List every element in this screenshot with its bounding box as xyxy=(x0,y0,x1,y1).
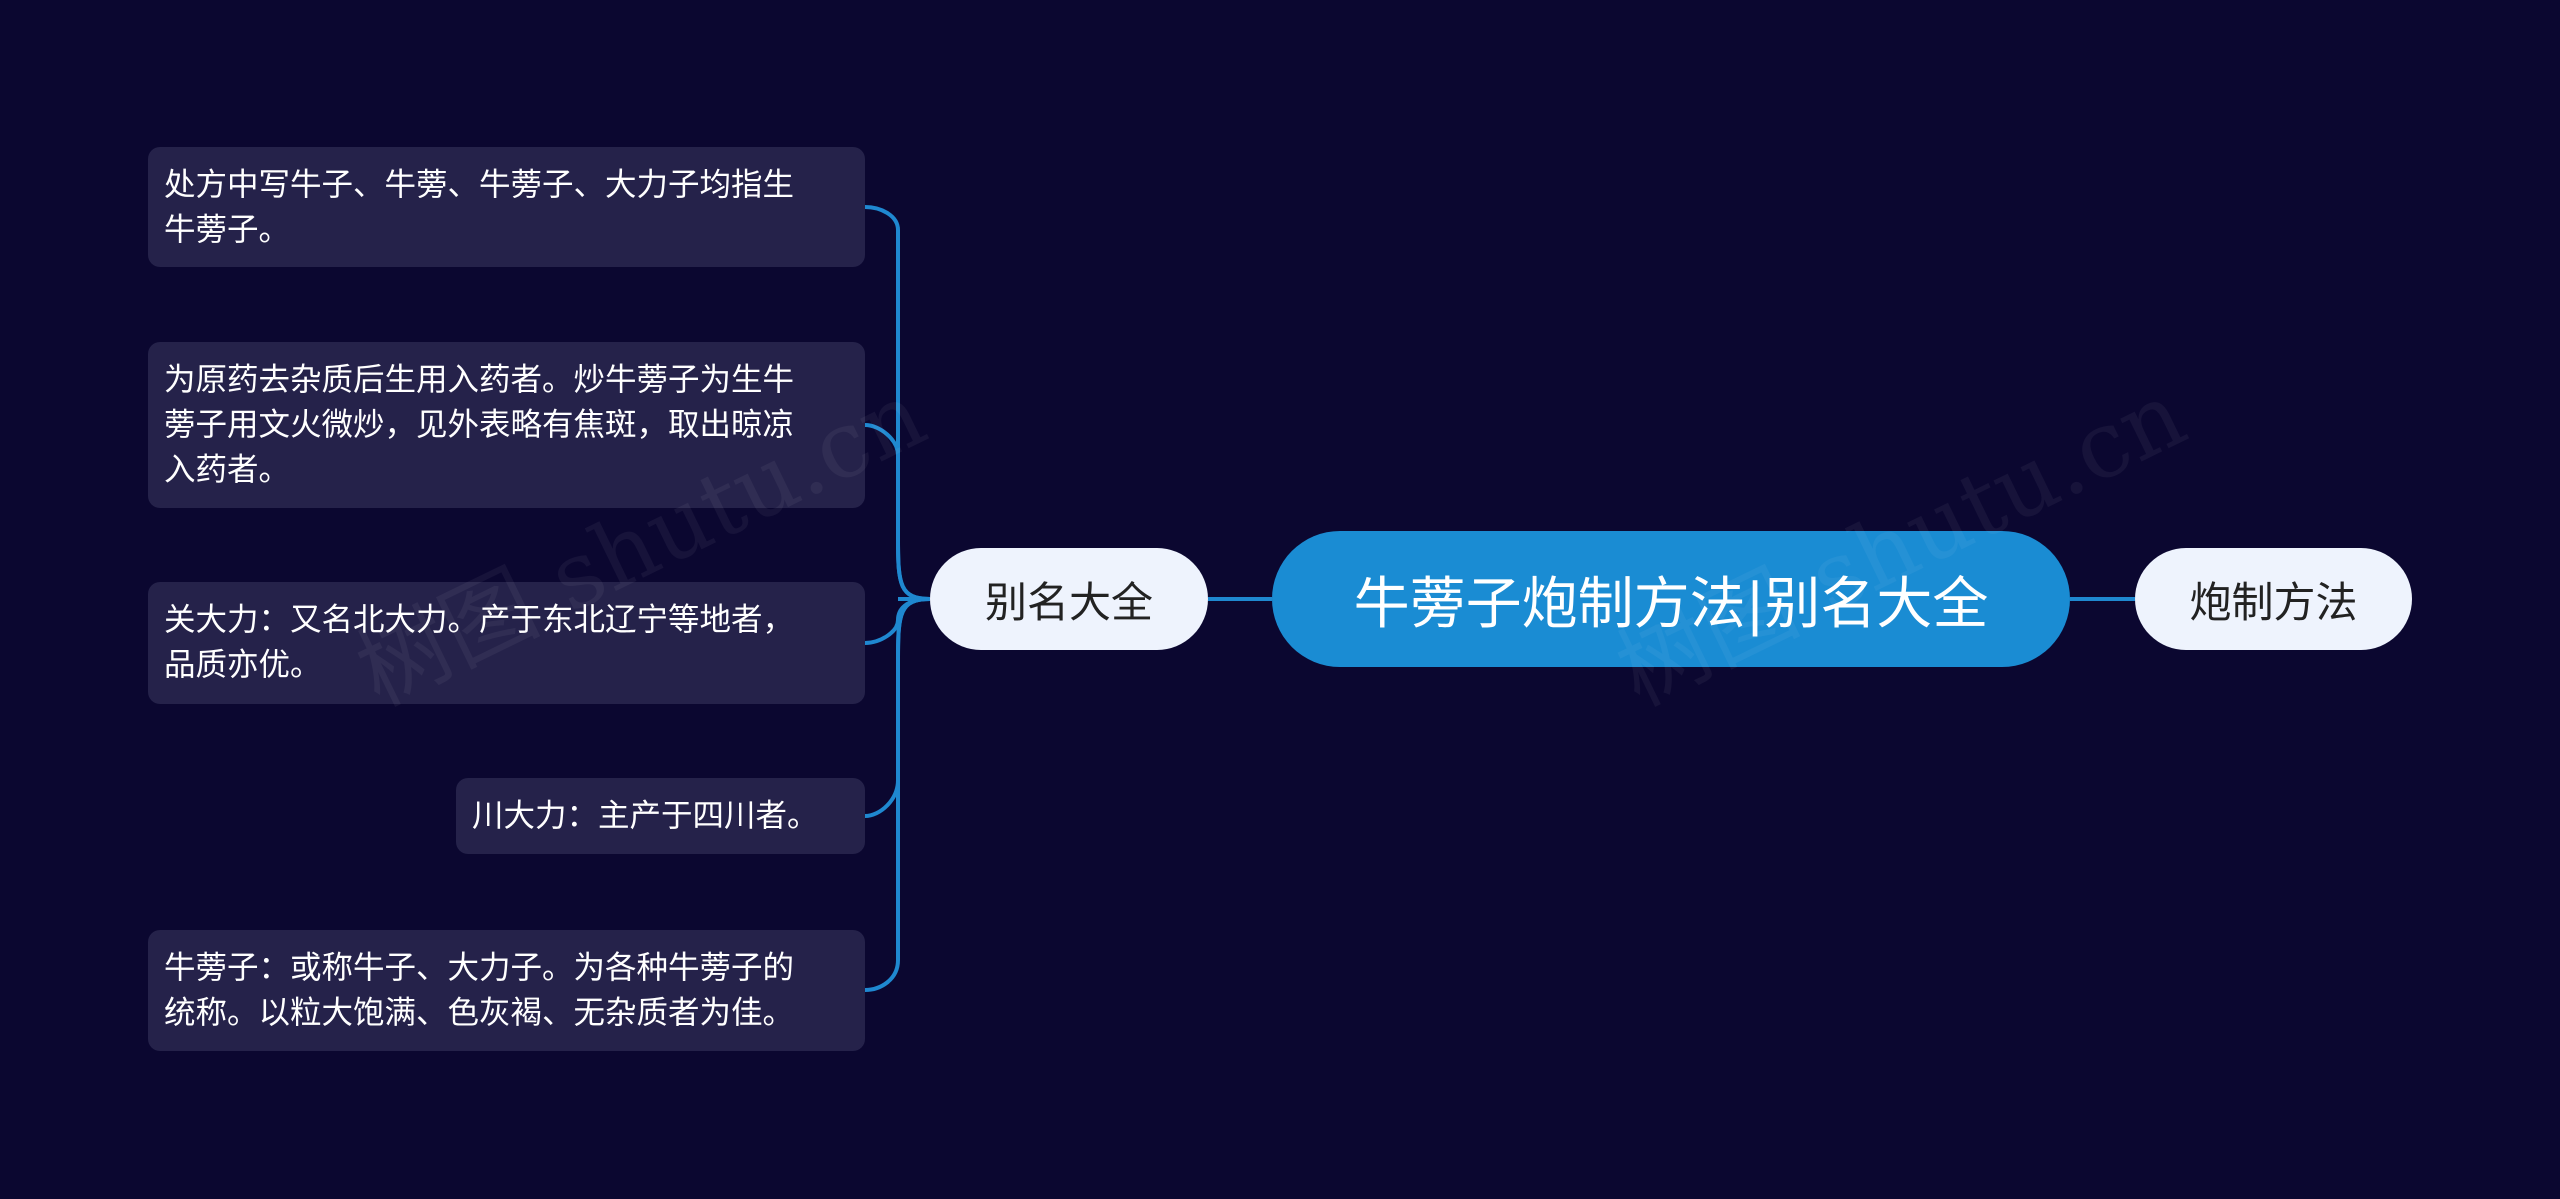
leaf-topic-raw-and-fried[interactable]: 为原药去杂质后生用入药者。炒牛蒡子为生牛 蒡子用文火微炒，见外表略有焦斑，取出晾… xyxy=(148,342,865,508)
leaf-topic-niubangzi[interactable]: 牛蒡子：或称牛子、大力子。为各种牛蒡子的 统称。以粒大饱满、色灰褐、无杂质者为佳… xyxy=(148,930,865,1051)
branch-topic-aliases[interactable]: 别名大全 xyxy=(930,548,1208,650)
root-topic[interactable]: 牛蒡子炮制方法|别名大全 xyxy=(1272,531,2070,667)
leaf-topic-prescription-names[interactable]: 处方中写牛子、牛蒡、牛蒡子、大力子均指生 牛蒡子。 xyxy=(148,147,865,267)
branch-topic-processing[interactable]: 炮制方法 xyxy=(2135,548,2412,650)
leaf-topic-guan-dali[interactable]: 关大力：又名北大力。产于东北辽宁等地者， 品质亦优。 xyxy=(148,582,865,704)
leaf-topic-chuan-dali[interactable]: 川大力：主产于四川者。 xyxy=(456,778,865,854)
connector-leaf-5 xyxy=(864,597,931,992)
connector-leaf-2 xyxy=(864,423,931,601)
